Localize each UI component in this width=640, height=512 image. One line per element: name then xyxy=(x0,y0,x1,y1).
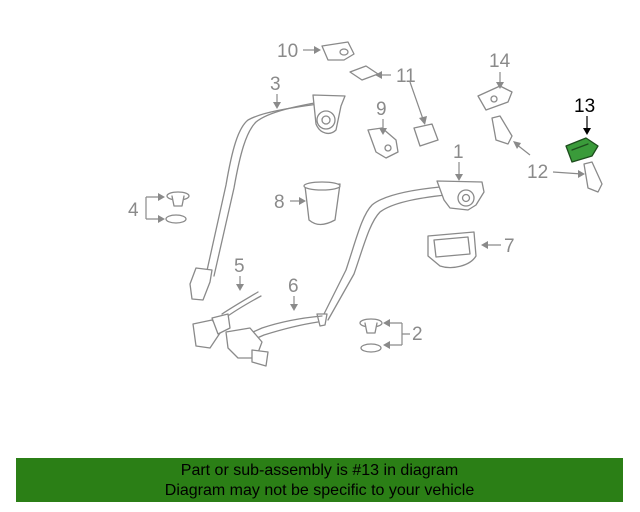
part-14-anchor xyxy=(477,85,513,111)
callout-14[interactable]: 14 xyxy=(489,51,511,72)
callout-2[interactable]: 2 xyxy=(412,324,423,345)
callout-13[interactable]: 13 xyxy=(574,96,595,117)
part-9-bracket xyxy=(367,127,399,159)
callout-6[interactable]: 6 xyxy=(288,276,299,297)
part-2-grommets xyxy=(359,318,383,353)
callout-3[interactable]: 3 xyxy=(270,74,281,95)
part-4-grommets xyxy=(165,191,190,224)
callout-9[interactable]: 9 xyxy=(376,99,387,120)
part-3-seat-belt xyxy=(189,94,346,301)
banner-line-2: Diagram may not be specific to your vehi… xyxy=(164,482,475,499)
callout-7[interactable]: 7 xyxy=(504,236,515,257)
part-7-tray xyxy=(427,231,477,269)
callout-11[interactable]: 11 xyxy=(396,66,416,87)
parts-diagram: 10 11 3 9 14 13 12 1 8 4 7 5 6 2 xyxy=(128,41,603,367)
callout-8[interactable]: 8 xyxy=(274,192,285,213)
leader-lines xyxy=(145,46,591,349)
part-1-seat-belt xyxy=(316,180,485,327)
part-10-cover xyxy=(321,41,355,61)
callout-10[interactable]: 10 xyxy=(277,41,298,62)
part-5-6-buckles xyxy=(192,291,323,367)
callout-5[interactable]: 5 xyxy=(234,256,245,277)
info-banner: Part or sub-assembly is #13 in diagram D… xyxy=(16,458,623,502)
part-11-caps xyxy=(349,65,439,147)
callout-1[interactable]: 1 xyxy=(453,142,464,163)
part-12-brackets xyxy=(491,115,603,193)
callout-12[interactable]: 12 xyxy=(527,162,548,183)
part-8-pocket xyxy=(303,181,341,226)
part-13-highlighted[interactable] xyxy=(565,137,599,163)
callout-4[interactable]: 4 xyxy=(128,200,139,221)
banner-line-1: Part or sub-assembly is #13 in diagram xyxy=(180,462,459,479)
